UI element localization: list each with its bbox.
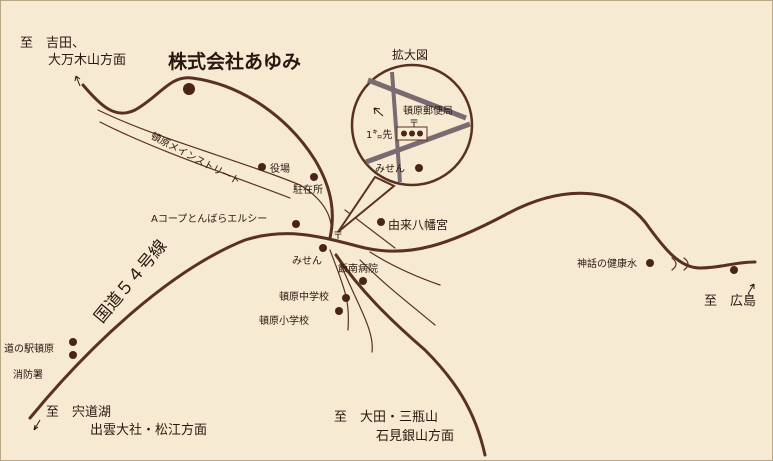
side-road-4 [339, 261, 373, 353]
misen-marker [319, 244, 327, 252]
shrine-label: 由来八幡宮 [388, 217, 448, 232]
acoop-marker [292, 220, 300, 228]
main-street-label: 頓原メインストリート [149, 129, 243, 187]
inset-marker-1 [401, 130, 407, 137]
kamigatari-label: 神話の健康水 [577, 257, 637, 270]
junior-high-label: 頓原中学校 [279, 290, 329, 303]
company-marker [183, 83, 195, 95]
elementary-label: 頓原小学校 [259, 314, 309, 327]
inset-marker-2 [409, 130, 415, 137]
river-break [671, 257, 689, 271]
hospital-label: 飯南病院 [338, 262, 378, 275]
inset-misen-marker [415, 164, 423, 172]
route-54-road [28, 191, 757, 420]
side-road-1 [329, 249, 349, 331]
inset-marker-3 [417, 130, 423, 137]
chuzaisho-marker [310, 173, 318, 181]
arrow-northwest-icon [74, 75, 81, 87]
inset-road-a [367, 77, 467, 121]
direction-northwest-line2: 大万木山方面 [48, 52, 126, 68]
east-marker [730, 266, 738, 274]
inset-map: 拡大図 頓原郵便局 〒 1㌔先 みせん [337, 48, 474, 233]
michinoeki-marker [69, 338, 77, 346]
yakuba-marker [258, 163, 266, 171]
direction-northwest-line1: 至 吉田、 [20, 36, 85, 51]
inset-distance-label: 1㌔先 [366, 129, 392, 141]
road-to-yoshida [81, 76, 334, 240]
post-mark: 〒 [333, 231, 343, 242]
chuzaisho-label: 駐在所 [293, 183, 323, 196]
inset-post-mark: 〒 [409, 119, 419, 130]
acoop-label: Aコープとんばらエルシー [151, 213, 267, 225]
inset-title: 拡大図 [392, 48, 428, 62]
misen-label: みせん [292, 255, 322, 267]
main-street-road [97, 109, 332, 239]
kamigatari-marker [646, 259, 654, 267]
side-road-3 [369, 251, 441, 286]
company-name: 株式会社あゆみ [168, 50, 301, 73]
yakuba-label: 役場 [270, 162, 290, 175]
direction-south-line2: 石見銀山方面 [376, 428, 454, 444]
hospital-marker [359, 277, 367, 285]
road-to-oda [334, 253, 487, 457]
inset-misen-label: みせん [375, 163, 405, 175]
michinoeki-label: 道の駅頓原 [4, 342, 54, 355]
shrine-marker [377, 218, 385, 226]
inset-arrow-icon [373, 107, 384, 117]
direction-south-line1: 至 大田・三瓶山 [334, 410, 438, 425]
side-road-2 [359, 259, 436, 326]
main-street-road-2 [99, 121, 291, 199]
inset-road-b [365, 121, 471, 165]
arrow-southwest-icon [33, 419, 41, 431]
fire-station-label: 消防署 [13, 368, 43, 381]
arrow-east-icon [747, 283, 755, 295]
junior-high-marker [342, 294, 350, 302]
inset-post-office-label: 頓原郵便局 [403, 104, 453, 117]
direction-southwest-line1: 至 宍道湖 [46, 405, 111, 420]
direction-east: 至 広島 [704, 294, 756, 309]
elementary-marker [335, 307, 343, 315]
inset-pointer [337, 175, 396, 233]
direction-southwest-line2: 出雲大社・松江方面 [90, 422, 207, 438]
fire-station-marker [69, 351, 77, 359]
inset-road-c [390, 71, 402, 183]
